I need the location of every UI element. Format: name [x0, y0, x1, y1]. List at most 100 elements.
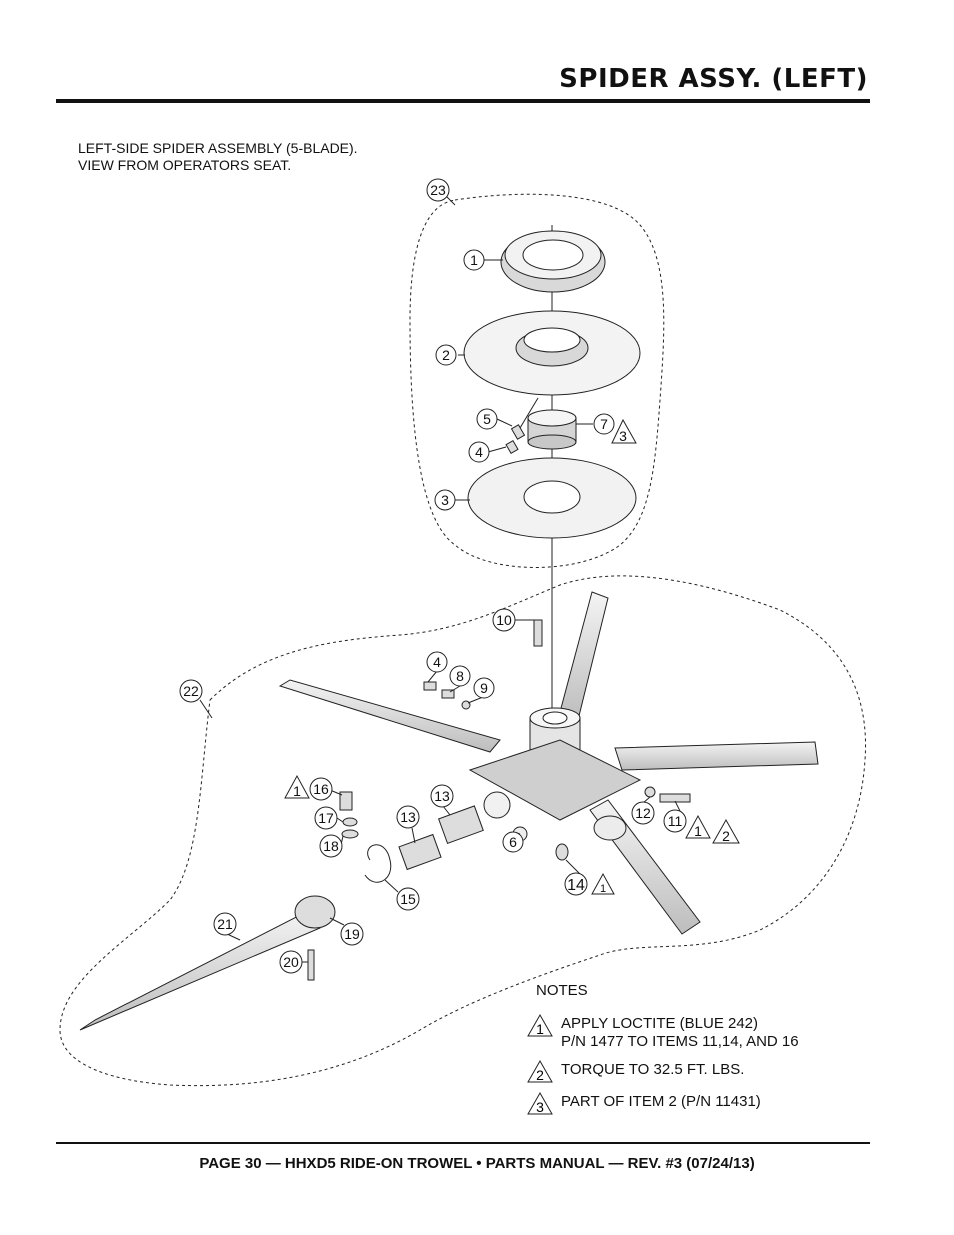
callout-2: 2: [435, 344, 457, 366]
note-3-flag-icon: 3: [527, 1091, 553, 1115]
part-12-washer: [644, 786, 656, 798]
svg-text:2: 2: [442, 347, 450, 363]
svg-text:16: 16: [313, 781, 329, 797]
svg-text:3: 3: [536, 1099, 544, 1115]
note-flag-item-11-a: 1: [685, 814, 711, 839]
callout-4-upper: 4: [468, 441, 490, 463]
header-rule: [56, 99, 870, 103]
part-20-pin: [307, 949, 315, 981]
svg-text:1: 1: [600, 883, 606, 895]
note-1-line-1: APPLY LOCTITE (BLUE 242): [561, 1015, 759, 1032]
callout-3: 3: [434, 489, 456, 511]
callout-8: 8: [449, 665, 471, 687]
note-flag-item-7: 3: [611, 418, 637, 444]
svg-text:14: 14: [567, 877, 585, 894]
callout-15: 15: [396, 887, 420, 911]
part-16-bolt: [339, 791, 353, 811]
note-flag-item-16: 1: [284, 774, 310, 799]
svg-text:18: 18: [323, 838, 339, 854]
callout-12: 12: [631, 801, 655, 825]
svg-text:20: 20: [283, 954, 299, 970]
small-hardware: [294, 619, 691, 981]
svg-text:7: 7: [600, 416, 608, 432]
part-18-washer: [341, 829, 359, 839]
notes-block: NOTES 1 APPLY LOCTITE (BLUE 242) P/N 147…: [525, 982, 799, 1123]
callout-14: 14: [564, 872, 588, 896]
callout-17: 17: [314, 806, 338, 830]
svg-text:13: 13: [400, 809, 416, 825]
page-footer: PAGE 30 — HHXD5 RIDE-ON TROWEL • PARTS M…: [199, 1155, 755, 1172]
svg-text:21: 21: [217, 916, 233, 932]
callout-20: 20: [279, 950, 303, 974]
callout-22: 22: [179, 679, 203, 703]
svg-text:1: 1: [536, 1021, 544, 1037]
callout-6: 6: [502, 831, 524, 853]
svg-text:10: 10: [496, 612, 512, 628]
page-title: SPIDER ASSY. (LEFT): [559, 64, 868, 94]
note-3-line-1: PART OF ITEM 2 (P/N 11431): [561, 1093, 761, 1110]
group-22-outline: [59, 575, 867, 1087]
svg-text:8: 8: [456, 668, 464, 684]
part-3-plate: [467, 457, 637, 539]
svg-text:13: 13: [434, 788, 450, 804]
callout-10: 10: [492, 608, 516, 632]
svg-text:19: 19: [344, 926, 360, 942]
svg-text:23: 23: [430, 182, 446, 198]
part-4-5-fitting: [505, 397, 539, 455]
part-10-key: [533, 619, 543, 647]
note-flag-item-11-b: 2: [712, 818, 740, 844]
part-19-clamp: [294, 895, 336, 929]
spider-arms: [79, 591, 819, 1031]
svg-text:9: 9: [480, 680, 488, 696]
svg-text:4: 4: [475, 444, 483, 460]
part-13-sleeve-a: [398, 833, 442, 871]
caption-line-1: LEFT-SIDE SPIDER ASSEMBLY (5-BLADE).: [78, 140, 358, 156]
part-13-sleeve-b: [437, 805, 484, 845]
part-17-nut: [342, 817, 358, 827]
svg-text:22: 22: [183, 683, 199, 699]
svg-text:5: 5: [483, 411, 491, 427]
caption-line-2: VIEW FROM OPERATORS SEAT.: [78, 157, 292, 173]
footer-rule: [56, 1142, 870, 1144]
note-2-flag-icon: 2: [527, 1059, 553, 1083]
svg-text:3: 3: [441, 492, 449, 508]
callout-18: 18: [319, 834, 343, 858]
part-4-lower-fitting: [423, 681, 437, 691]
callout-19: 19: [340, 922, 364, 946]
note-3: 3 PART OF ITEM 2 (P/N 11431): [525, 1091, 799, 1115]
callout-13-a: 13: [396, 805, 420, 829]
diagram-caption: LEFT-SIDE SPIDER ASSEMBLY (5-BLADE). VIE…: [78, 140, 358, 174]
svg-text:12: 12: [635, 805, 651, 821]
callout-21: 21: [213, 912, 237, 936]
note-1-line-2: P/N 1477 TO ITEMS 11,14, AND 16: [561, 1033, 799, 1050]
note-1-flag-icon: 1: [527, 1013, 553, 1037]
leader-lines: [199, 189, 683, 963]
note-2: 2 TORQUE TO 32.5 FT. LBS.: [525, 1059, 799, 1083]
callout-4-lower: 4: [426, 651, 448, 673]
part-7-bushing: [527, 409, 577, 450]
part-2-plate: [463, 310, 641, 396]
note-1: 1 APPLY LOCTITE (BLUE 242) P/N 1477 TO I…: [525, 1013, 799, 1051]
callout-16: 16: [309, 777, 333, 801]
spider-hub: [468, 707, 642, 842]
svg-text:15: 15: [400, 891, 416, 907]
svg-text:17: 17: [318, 810, 334, 826]
callouts: 1 2 3 5 4 7 23 10 4 8 9 22 16 17 18 13 1…: [179, 178, 687, 974]
note-2-line-1: TORQUE TO 32.5 FT. LBS.: [561, 1061, 745, 1078]
callout-9: 9: [473, 677, 495, 699]
svg-text:3: 3: [619, 428, 627, 444]
part-14-bolt: [555, 843, 569, 861]
notes-title: NOTES: [536, 982, 588, 999]
callout-1: 1: [463, 249, 485, 271]
part-11-bolt: [659, 793, 691, 803]
part-15-spring: [364, 844, 392, 883]
svg-text:11: 11: [668, 813, 683, 829]
group-23-outline: [409, 193, 665, 568]
callout-7: 7: [593, 413, 615, 435]
callout-13-b: 13: [430, 784, 454, 808]
svg-text:2: 2: [536, 1067, 544, 1083]
part-8-fitting: [441, 689, 455, 699]
callout-5: 5: [476, 408, 498, 430]
svg-text:1: 1: [470, 252, 478, 268]
